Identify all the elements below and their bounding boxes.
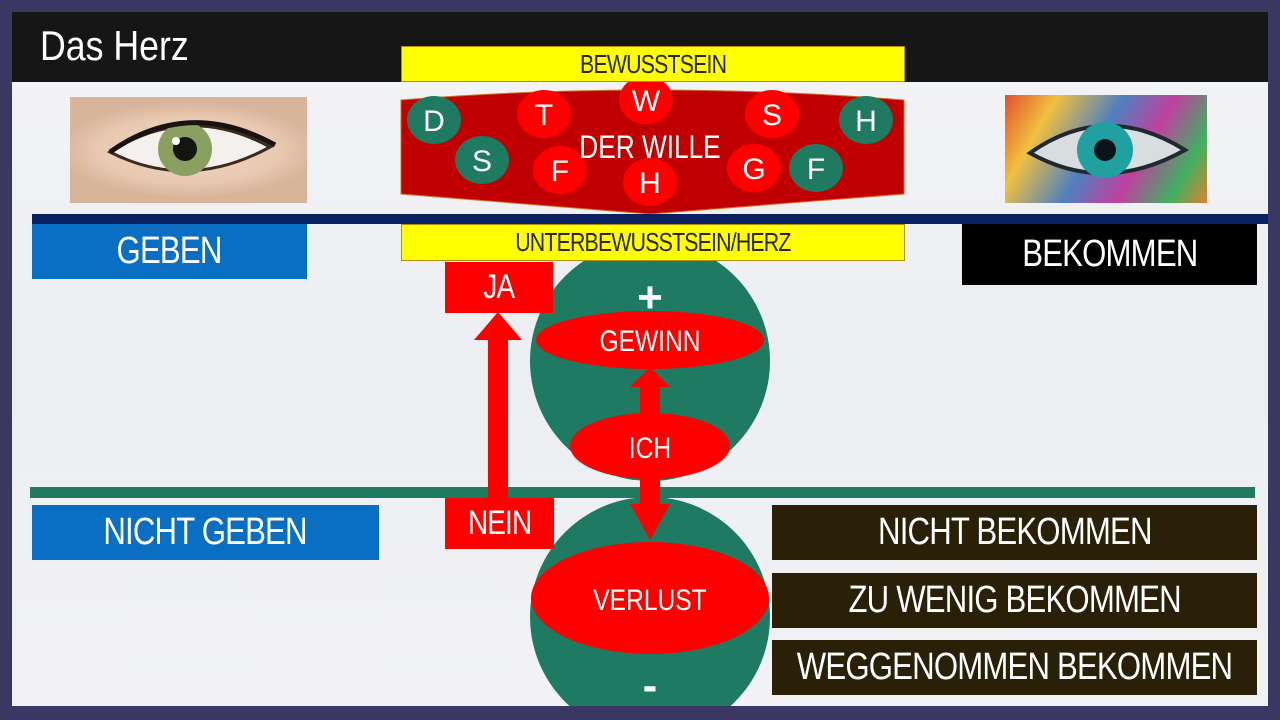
heart-diagram: + - GEWINN ICH VERLUST: [30, 241, 1255, 706]
wille-circle: [517, 90, 571, 138]
nicht-bekommen-box: NICHT BEKOMMEN: [772, 505, 1257, 560]
wille-circle-letter: H: [639, 167, 661, 200]
arrow-nein-to-ja: [488, 332, 508, 502]
verlust-ellipse: [531, 542, 769, 654]
navy-divider: [32, 214, 1268, 224]
arrow-nein-to-ja-head: [474, 312, 522, 340]
minus-sign: -: [643, 661, 658, 706]
wille-circle-letter: W: [632, 85, 661, 118]
der-wille-label: DER WILLE: [579, 131, 720, 166]
wille-circle-letter: S: [762, 99, 782, 132]
wille-circle: [407, 96, 461, 144]
wille-circle-letter: F: [551, 155, 569, 188]
wille-circle-letter: S: [472, 145, 492, 178]
wille-circle: [789, 144, 843, 192]
nein-box: NEIN: [445, 498, 554, 549]
wille-circle: [623, 158, 677, 206]
wille-circle-letter: T: [535, 99, 553, 132]
wille-circle: [533, 146, 587, 194]
wille-circle-letter: D: [423, 105, 445, 138]
wille-circle: [745, 90, 799, 138]
verlust-label: VERLUST: [593, 583, 707, 617]
bewusstsein-bar: BEWUSSTSEIN: [401, 46, 905, 82]
nicht-geben-box: NICHT GEBEN: [32, 505, 379, 560]
ja-box: JA: [445, 262, 553, 313]
wille-circle-letter: G: [742, 153, 765, 186]
zu-wenig-bekommen-box: ZU WENIG BEKOMMEN: [772, 573, 1257, 628]
wille-circle: [727, 144, 781, 192]
bekommen-box: BEKOMMEN: [962, 224, 1257, 285]
wille-circle-letter: F: [807, 153, 825, 186]
wille-circle: [839, 96, 893, 144]
ich-ellipse: [570, 413, 730, 479]
geben-box: GEBEN: [32, 224, 307, 279]
natural-eye-image: [70, 97, 307, 203]
arrow-up-head: [630, 367, 670, 387]
page-title: Das Herz: [40, 22, 189, 69]
gewinn-label: GEWINN: [599, 324, 700, 358]
unterbewusstsein-bar: UNTERBEWUSSTSEIN/HERZ: [401, 224, 905, 261]
arrow-down-head: [630, 504, 670, 540]
plus-sign: +: [637, 273, 663, 322]
wille-circle: [455, 136, 509, 184]
arrow-down-to-verlust: [640, 477, 660, 507]
ich-label: ICH: [629, 431, 671, 465]
weggenommen-bekommen-box: WEGGENOMMEN BEKOMMEN: [772, 640, 1257, 695]
wille-circle: [619, 82, 673, 124]
arrow-up-to-gewinn: [640, 384, 660, 414]
mosaic-eye-image: [1005, 95, 1207, 203]
wille-circle-letter: H: [855, 105, 877, 138]
gewinn-ellipse: [536, 311, 764, 369]
